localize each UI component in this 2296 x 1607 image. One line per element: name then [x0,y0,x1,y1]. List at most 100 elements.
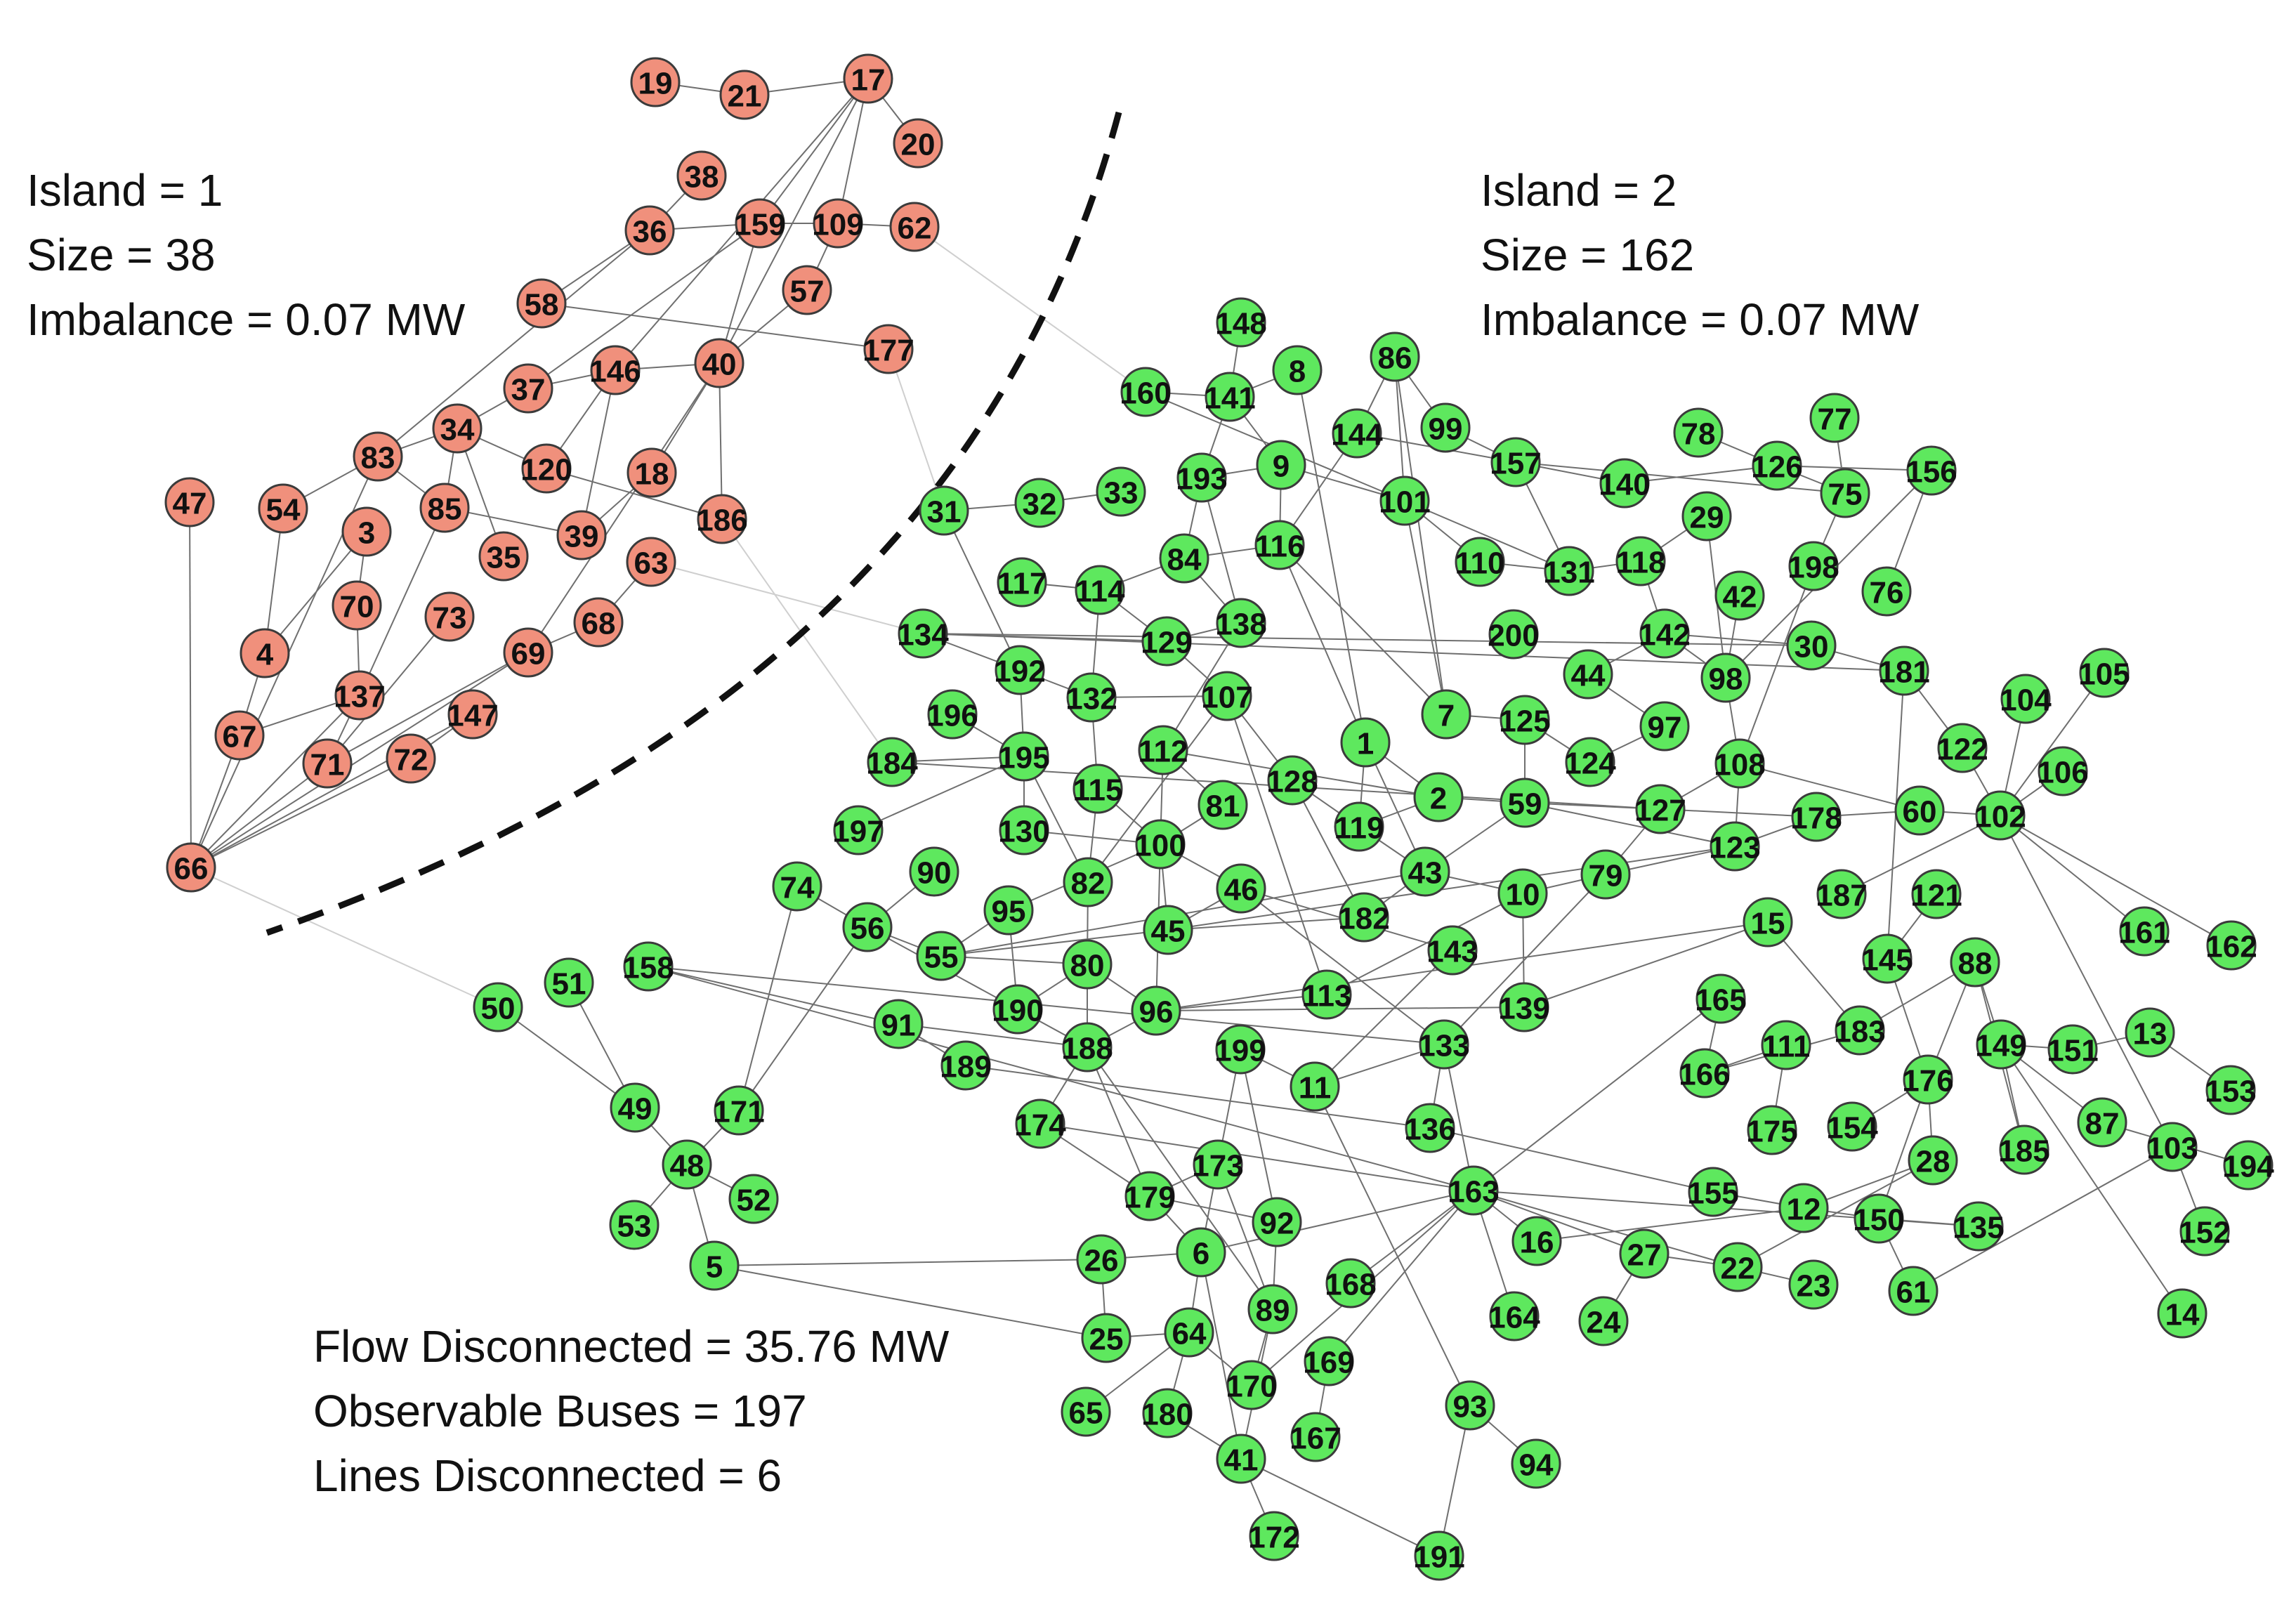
bus-circle [940,1040,991,1091]
bus-circle [898,608,948,659]
bus-circle [2077,1097,2127,1148]
bus-label: 129 [1141,626,1192,660]
bus-node-161: 161 [2118,906,2170,957]
bus-label: 200 [1488,619,1539,653]
line-93-191 [1438,1405,1471,1556]
bus-circle [1809,393,1860,443]
bus-circle [2179,1206,2230,1257]
bus-node-9: 9 [1256,440,1306,490]
bus-label: 147 [447,699,498,733]
bus-label: 22 [1721,1252,1755,1286]
bus-label: 186 [696,504,747,538]
bus-node-3: 3 [341,506,392,557]
bus-node-84: 84 [1159,533,1209,584]
bus-label: 79 [1589,859,1623,893]
bus-label: 182 [1338,902,1389,936]
bus-node-27: 27 [1619,1228,1669,1279]
bus-node-40: 40 [694,338,744,388]
bus-label: 132 [1065,682,1117,716]
bus-node-61: 61 [1888,1266,1939,1316]
bus-node-21: 21 [719,70,770,120]
observable-buses: Observable Buses = 197 [313,1386,807,1436]
bus-node-183: 183 [1834,1005,1886,1056]
bus-node-143: 143 [1426,925,1478,976]
bus-label: 168 [1325,1268,1376,1302]
bus-label: 113 [1302,979,1352,1014]
bus-node-149: 149 [1975,1019,2027,1070]
line-79-133 [1443,874,1606,1045]
bus-label: 45 [1151,914,1186,949]
bus-label: 138 [1215,608,1266,642]
bus-circle [1216,598,1266,648]
bus-label: 21 [728,79,762,114]
bus-circle [1164,1307,1214,1358]
bus-label: 27 [1627,1238,1662,1273]
bus-node-152: 152 [2179,1206,2231,1257]
bus-node-94: 94 [1511,1438,1561,1489]
bus-circle [334,670,385,721]
line-45-123 [1167,846,1736,931]
bus-node-178: 178 [1790,792,1842,842]
bus-node-155: 155 [1687,1167,1739,1217]
bus-circle [1370,332,1420,382]
bus-node-42: 42 [1714,570,1765,621]
bus-node-91: 91 [873,999,924,1049]
bus-label: 133 [1418,1029,1469,1063]
disconnected-line-62-160 [914,226,1146,393]
bus-label: 88 [1958,947,1993,981]
island-2-imbalance: Imbalance = 0.07 MW [1481,294,1920,345]
line-188-89 [1087,1047,1273,1310]
bus-circle [503,363,553,414]
bus-circle [214,710,265,761]
bus-node-39: 39 [556,510,607,560]
bus-label: 55 [924,940,959,975]
bus-circle [1096,466,1146,517]
bus-circle [1500,778,1550,828]
bus-label: 11 [1299,1071,1332,1106]
bus-label: 177 [862,334,914,368]
bus-circle [1072,763,1123,814]
bus-node-12: 12 [1778,1183,1829,1233]
bus-label: 108 [1714,748,1765,782]
bus-label: 160 [1120,376,1171,411]
bus-circle [1710,821,1760,872]
bus-label: 173 [1192,1149,1243,1183]
bus-label: 72 [394,743,428,778]
bus-circle [1752,440,1802,491]
line-189-136 [965,1065,1431,1129]
bus-circle [1743,897,1793,947]
bus-node-6: 6 [1176,1227,1226,1278]
bus-label: 101 [1379,485,1430,520]
bus-circle [1332,408,1382,459]
line-188-179 [1087,1047,1150,1197]
bus-label: 53 [617,1209,652,1244]
bus-label: 62 [898,211,932,246]
bus-node-78: 78 [1673,407,1724,458]
disconnected-line-186-184 [721,518,893,763]
island-1-info: Island = 1 Size = 38 Imbalance = 0.07 MW [27,158,465,352]
bus-label: 78 [1681,417,1716,452]
bus-label: 114 [1075,575,1126,609]
line-126-156 [1776,465,1932,471]
bus-node-32: 32 [1014,478,1065,528]
bus-circle [1216,297,1266,348]
bus-circle [1578,1296,1629,1346]
bus-node-76: 76 [1861,566,1912,617]
bus-circle [1854,1193,1904,1244]
bus-circle [556,510,607,560]
bus-circle [2157,1288,2208,1339]
bus-label: 100 [1134,829,1186,863]
bus-node-121: 121 [1910,869,1962,919]
bus-label: 82 [1071,867,1106,901]
bus-node-96: 96 [1131,985,1181,1036]
bus-node-23: 23 [1788,1259,1839,1310]
island-2-id: Island = 2 [1481,165,1677,216]
bus-node-128: 128 [1266,755,1318,806]
bus-label: 195 [998,741,1049,775]
bus-label: 40 [702,348,737,382]
bus-circle [863,324,914,374]
bus-label: 61 [1896,1275,1931,1310]
bus-circle [302,738,353,789]
bus-circle [1455,537,1505,587]
